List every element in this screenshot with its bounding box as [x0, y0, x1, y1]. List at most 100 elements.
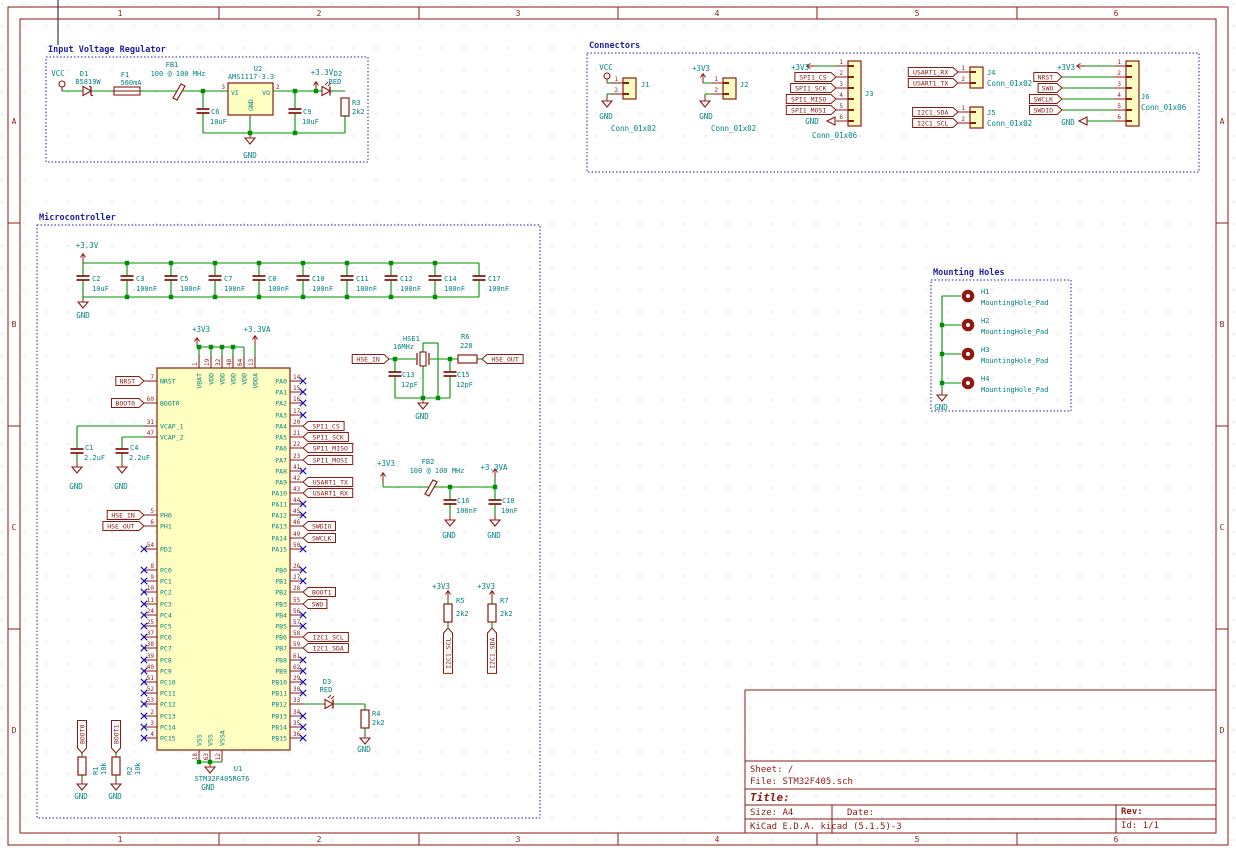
- component-C13[interactable]: C13: [388, 371, 415, 379]
- power-symbol-+3V3[interactable]: +3V3: [192, 325, 210, 347]
- global-label-SPI1_MISO[interactable]: SPI1_MISO: [302, 443, 354, 453]
- component-H4[interactable]: [961, 376, 975, 390]
- ground-symbol[interactable]: GND: [74, 779, 88, 801]
- ground-symbol[interactable]: GND: [76, 297, 90, 320]
- ground-symbol[interactable]: GND: [243, 133, 257, 160]
- global-label-SWCLK[interactable]: SWCLK: [302, 533, 336, 543]
- power-symbol-+3V3[interactable]: +3V3: [377, 459, 395, 482]
- ground-symbol[interactable]: GND: [415, 398, 429, 421]
- power-symbol-+3V3[interactable]: +3V3: [432, 582, 451, 600]
- global-label-HSE_OUT[interactable]: HSE_OUT: [102, 521, 145, 531]
- global-label-I2C1_SDA[interactable]: I2C1_SDA: [302, 643, 349, 653]
- section-microcontroller[interactable]: Microcontroller: [36, 212, 541, 819]
- ground-symbol[interactable]: GND: [1061, 116, 1088, 127]
- power-symbol-+3V3[interactable]: +3V3: [1057, 63, 1085, 72]
- global-label-SWDIO[interactable]: SWDIO: [1029, 105, 1063, 115]
- section-title[interactable]: Connectors: [589, 41, 640, 51]
- section-input-voltage-regulator[interactable]: Input Voltage Regulator: [45, 45, 369, 163]
- component-C4[interactable]: C4: [115, 444, 139, 454]
- global-label-HSE_OUT[interactable]: HSE_OUT: [481, 354, 524, 364]
- global-label-USART1_RX[interactable]: USART1_RX: [302, 488, 354, 498]
- ground-symbol[interactable]: GND: [934, 390, 948, 412]
- component-H3[interactable]: [961, 347, 975, 361]
- global-label-SPI1_SCK[interactable]: SPI1_SCK: [302, 432, 349, 442]
- section-connectors[interactable]: Connectors: [586, 41, 1200, 173]
- global-label-BOOT1[interactable]: BOOT1: [111, 720, 121, 754]
- global-label-I2C1_SDA[interactable]: I2C1_SDA: [487, 627, 497, 674]
- global-label-USART1_TX[interactable]: USART1_TX: [907, 78, 959, 88]
- section-mounting-holes[interactable]: Mounting Holes: [930, 267, 1072, 412]
- global-label-NRST[interactable]: NRST: [1033, 72, 1063, 82]
- global-label-USART1_TX[interactable]: USART1_TX: [302, 477, 354, 487]
- ground-symbol[interactable]: GND: [108, 779, 122, 801]
- ground-symbol[interactable]: GND: [114, 462, 128, 491]
- global-label-HSE_IN[interactable]: HSE_IN: [106, 510, 145, 520]
- ground-symbol[interactable]: GND: [599, 96, 613, 121]
- global-label-I2C1_SCL[interactable]: I2C1_SCL: [443, 627, 453, 674]
- power-symbol-+3V3[interactable]: +3V3: [477, 582, 495, 600]
- global-label-BOOT0[interactable]: BOOT0: [77, 720, 87, 754]
- component-H2[interactable]: [961, 318, 975, 332]
- global-label-USART1_RX[interactable]: USART1_RX: [907, 67, 959, 77]
- component-C18[interactable]: C18: [488, 497, 515, 505]
- power-symbol-VCC[interactable]: VCC: [599, 63, 613, 83]
- ground-symbol[interactable]: GND: [698, 96, 713, 121]
- component-C16[interactable]: C16: [443, 497, 470, 505]
- global-label-I2C1_SDA[interactable]: I2C1_SDA: [912, 107, 959, 117]
- ground-symbol[interactable]: GND: [805, 116, 836, 126]
- power-symbol-+3.3VA[interactable]: +3.3VA: [243, 325, 271, 345]
- ground-symbol[interactable]: GND: [357, 733, 371, 754]
- global-label-SPI1_MISO[interactable]: SPI1_MISO: [785, 94, 837, 104]
- global-label-I2C1_SCL[interactable]: I2C1_SCL: [302, 632, 349, 642]
- global-label-SPI1_MOSI[interactable]: SPI1_MOSI: [785, 105, 837, 115]
- component-R1[interactable]: [77, 756, 87, 776]
- power-symbol-VCC[interactable]: VCC: [51, 69, 66, 91]
- ground-symbol[interactable]: GND: [442, 515, 456, 540]
- component-HSE1[interactable]: [416, 351, 430, 367]
- ground-symbol[interactable]: GND: [69, 462, 83, 491]
- global-label-SPI1_CS[interactable]: SPI1_CS: [794, 72, 837, 82]
- global-label-SWO[interactable]: SWO: [302, 599, 328, 609]
- global-label-I2C1_SCL[interactable]: I2C1_SCL: [912, 118, 959, 128]
- component-C15[interactable]: C15: [443, 371, 470, 379]
- ground-symbol[interactable]: GND: [487, 515, 501, 540]
- global-label-SWDIO[interactable]: SWDIO: [302, 521, 336, 531]
- power-symbol-+3.3V[interactable]: +3.3V: [76, 241, 99, 263]
- global-label-SWO[interactable]: SWO: [1037, 83, 1063, 93]
- global-label-SPI1_CS[interactable]: SPI1_CS: [302, 421, 345, 431]
- power-symbol-+3V3[interactable]: +3V3: [692, 64, 710, 83]
- global-label-SWCLK[interactable]: SWCLK: [1029, 94, 1063, 104]
- power-symbol-+3.3VA[interactable]: +3.3VA: [480, 463, 508, 478]
- component-C6[interactable]: C6: [196, 108, 220, 116]
- global-label-SPI1_MOSI[interactable]: SPI1_MOSI: [302, 455, 354, 465]
- component-C9[interactable]: C9: [288, 108, 312, 116]
